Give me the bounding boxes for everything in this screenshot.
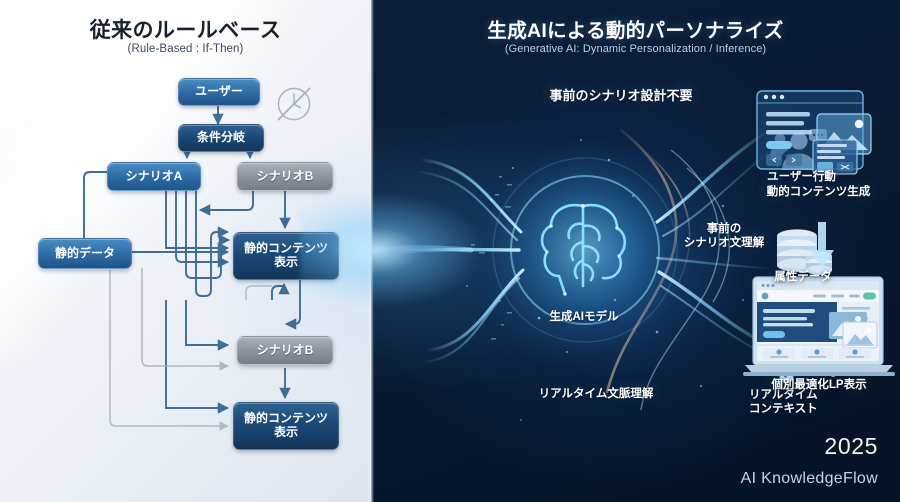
label-generative-ai-model: 生成AIモデル [549, 311, 619, 323]
node-scenario-b-bottom-label: シナリオB [256, 342, 314, 357]
label-prior-scenario-line2: シナリオ文理解 [683, 237, 765, 250]
laptop-screen-icon [743, 276, 895, 376]
left-panel-title: 従来のルールベース [89, 19, 282, 42]
node-static-content-top-line2: 表示 [273, 255, 298, 269]
node-scenario-b-top-label: シナリオB [256, 168, 314, 183]
node-scenario-b-bottom[interactable]: シナリオB [237, 336, 333, 365]
node-user[interactable]: ユーザー [178, 78, 260, 106]
node-branch-label: 条件分岐 [196, 130, 245, 145]
node-static-content-top-line1: 静的コンテンツ [243, 241, 328, 256]
node-scenario-a[interactable]: シナリオA [107, 162, 201, 191]
right-panel-subtitle: (Generative AI: Dynamic Personalization … [504, 43, 767, 55]
node-branch[interactable]: 条件分岐 [178, 124, 264, 152]
node-scenario-a-label: シナリオA [125, 168, 183, 183]
no-time-clock-icon [277, 87, 311, 121]
left-panel-subtitle: (Rule-Based : If-Then) [127, 43, 244, 55]
node-static-content-bottom-line1: 静的コンテンツ [243, 411, 328, 426]
database-stack-icon [777, 229, 832, 275]
node-static-data[interactable]: 静的データ [38, 238, 132, 269]
label-realtime-understanding: リアルタイム文脈理解 [538, 388, 654, 400]
brand-name: AI KnowledgeFlow [740, 470, 878, 487]
label-realtime-context: リアルタイム コンテキスト [749, 388, 859, 417]
node-user-label: ユーザー [195, 84, 243, 99]
label-dynamic-content-generation: 動的コンテンツ生成 [766, 186, 871, 198]
down-arrow-icon [810, 222, 834, 268]
node-static-content-bottom-line2: 表示 [273, 425, 298, 439]
left-panel-rule-based: 従来のルールベース (Rule-Based : If-Then) [0, 0, 371, 502]
label-prior-scenario-understanding: 事前の シナリオ文理解 [659, 222, 789, 251]
node-scenario-b-top[interactable]: シナリオB [237, 162, 333, 191]
label-prior-scenario-line1: 事前の [706, 223, 742, 235]
brand-year: 2025 [824, 433, 878, 459]
node-static-data-label: 静的データ [54, 245, 115, 260]
node-static-content-top[interactable]: 静的コンテンツ 表示 [233, 232, 339, 280]
right-panel-generative-ai: 生成AIによる動的パーソナライズ (Generative AI: Dynamic… [371, 0, 900, 502]
label-realtime-context-line2: コンテキスト [749, 403, 818, 416]
label-user-behavior: ユーザー行動 [767, 171, 836, 183]
label-optimized-lp: 個別最適化LP表示 [771, 379, 867, 391]
label-realtime-context-line1: リアルタイム [749, 389, 818, 401]
headline-no-prior-scenario: 事前のシナリオ設計不要 [549, 88, 693, 103]
node-static-content-bottom[interactable]: 静的コンテンツ 表示 [233, 402, 339, 450]
right-panel-title: 生成AIによる動的パーソナライズ [487, 20, 784, 42]
browser-window-icon [756, 90, 872, 175]
label-attribute-data: 属性データ [774, 271, 832, 283]
ai-brain-icon [540, 203, 627, 296]
